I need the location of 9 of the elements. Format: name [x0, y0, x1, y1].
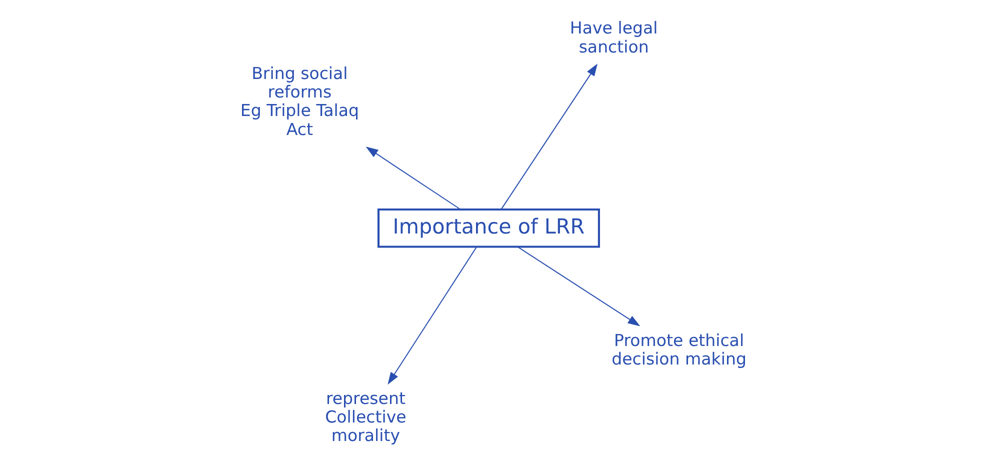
node-box: Importance of LRR — [377, 208, 600, 248]
arrow — [517, 246, 640, 326]
node-text: Bring social reforms Eg Triple Talaq Act — [240, 63, 359, 138]
node-text: Have legal sanction — [570, 18, 658, 56]
arrow — [500, 63, 598, 210]
arrow — [366, 146, 461, 210]
node-text: represent Collective morality — [325, 388, 406, 445]
arrow — [388, 246, 477, 384]
node-text: Promote ethical decision making — [612, 330, 746, 368]
